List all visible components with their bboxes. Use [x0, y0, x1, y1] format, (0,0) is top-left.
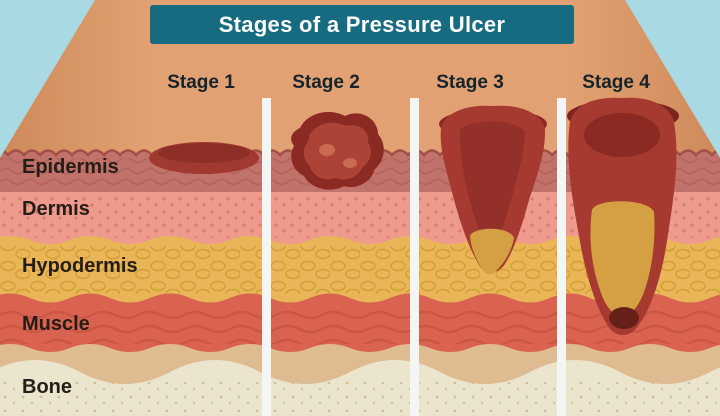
stage1-wound — [149, 142, 259, 174]
stage-divider — [557, 98, 566, 416]
stage3-wound — [439, 105, 547, 275]
layer-label-muscle: Muscle — [22, 313, 90, 335]
stage-divider — [262, 98, 271, 416]
layer-label-dermis: Dermis — [22, 198, 90, 220]
layer-label-hypodermis: Hypodermis — [22, 255, 138, 277]
stage-3-label: Stage 3 — [436, 72, 504, 93]
stage4-wound — [567, 97, 679, 335]
stage-4-label: Stage 4 — [582, 72, 650, 93]
diagram-title: Stages of a Pressure Ulcer — [150, 5, 574, 44]
layer-label-bone: Bone — [22, 376, 72, 398]
stage-divider — [410, 98, 419, 416]
layer-label-epidermis: Epidermis — [22, 156, 119, 178]
stage-2-label: Stage 2 — [292, 72, 360, 93]
stage-1-label: Stage 1 — [167, 72, 235, 93]
stage2-wound — [291, 112, 384, 190]
